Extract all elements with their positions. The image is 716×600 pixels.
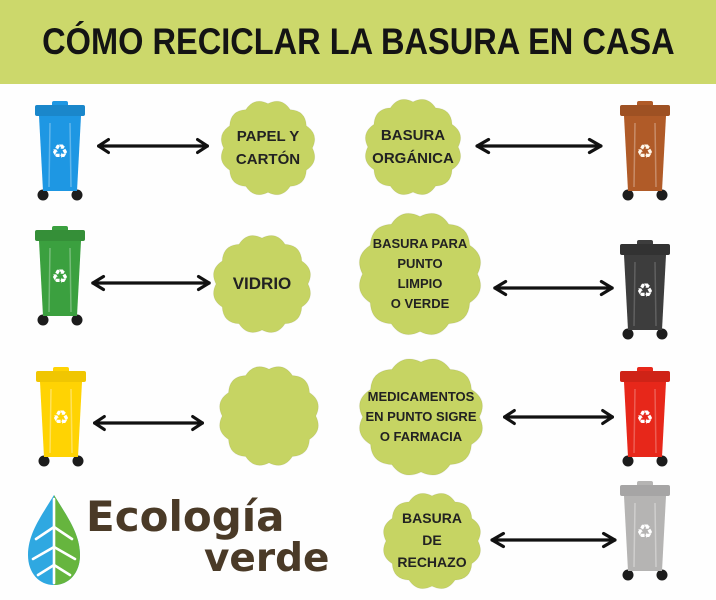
label-basura-rechazo: BASURA DE RECHAZO (376, 486, 488, 596)
bin-brown: ♻ (616, 101, 674, 203)
arrow-bin-blue-papel (94, 136, 212, 156)
label-vidrio: VIDRIO (206, 228, 318, 340)
bin-blue: ♻ (31, 101, 89, 203)
bin-green: ♻ (31, 226, 89, 328)
recycle-icon: ♻ (51, 141, 68, 163)
logo-text-verde: verde (204, 536, 330, 581)
bin-yellow: ♻ (32, 367, 90, 469)
recycle-icon: ♻ (636, 280, 653, 302)
label-plasticos-envases (212, 359, 326, 473)
bin-gray: ♻ (616, 481, 674, 583)
label-punto-limpio: BASURA PARA PUNTO LIMPIO O VERDE (350, 204, 490, 344)
leaf-icon (28, 495, 80, 585)
recycle-icon: ♻ (636, 521, 653, 543)
arrow-medicamentos-bin-red (500, 407, 617, 427)
recycle-icon: ♻ (636, 407, 653, 429)
arrow-organica-bin-brown (472, 136, 606, 156)
arrow-bin-green-vidrio (88, 273, 214, 293)
logo-text-ecologia: Ecología (86, 492, 285, 541)
arrow-punto-limpio-bin-black (490, 278, 617, 298)
label-papel-carton: PAPEL Y CARTÓN (214, 94, 322, 202)
recycle-icon: ♻ (636, 141, 653, 163)
bin-black: ♻ (616, 240, 674, 342)
recycle-icon: ♻ (52, 407, 69, 429)
arrow-rechazo-bin-gray (487, 530, 620, 550)
arrow-bin-yellow-plasticos (90, 413, 207, 433)
label-medicamentos: MEDICAMENTOS EN PUNTO SIGRE O FARMACIA (350, 350, 492, 484)
logo-ecologia-verde: Ecología verde (24, 490, 364, 594)
recycle-icon: ♻ (51, 266, 68, 288)
label-basura-organica: BASURA ORGÁNICA (358, 92, 468, 202)
bin-red: ♻ (616, 367, 674, 469)
header-band: CÓMO RECICLAR LA BASURA EN CASA (0, 0, 716, 84)
page-title: CÓMO RECICLAR LA BASURA EN CASA (41, 21, 675, 62)
